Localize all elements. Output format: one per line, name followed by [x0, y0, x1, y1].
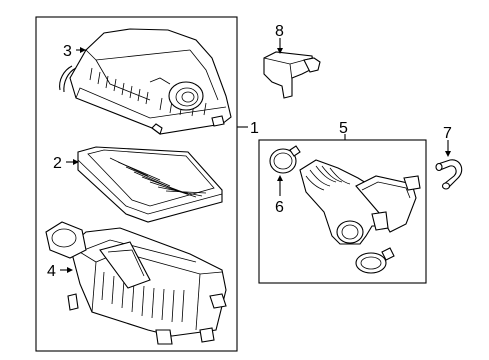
arrow-2 [73, 159, 79, 165]
lower-housing-case [45, 221, 227, 345]
vacuum-hose [435, 159, 463, 190]
upper-housing-cover [59, 28, 232, 135]
arrow-4 [67, 267, 73, 273]
assembly-group-box [35, 16, 248, 352]
leader-lines [60, 38, 451, 273]
callout-6: 6 [275, 199, 284, 216]
arrow-6 [277, 175, 283, 181]
intake-group-box [258, 134, 427, 284]
arrow-8 [277, 48, 283, 54]
filter-element [77, 146, 223, 223]
hose-clamp-upper [269, 145, 301, 174]
callout-4: 4 [47, 263, 56, 280]
callout-2: 2 [53, 155, 62, 172]
hose-clamp-lower [355, 247, 395, 274]
intake-hose [299, 159, 421, 245]
arrow-3 [80, 47, 86, 53]
callout-7: 7 [443, 125, 452, 142]
callout-8: 8 [275, 23, 284, 40]
airflow-sensor [263, 51, 321, 99]
callout-3: 3 [63, 43, 72, 60]
callout-5: 5 [339, 120, 348, 137]
arrow-7 [445, 151, 451, 157]
callout-1: 1 [250, 120, 259, 137]
